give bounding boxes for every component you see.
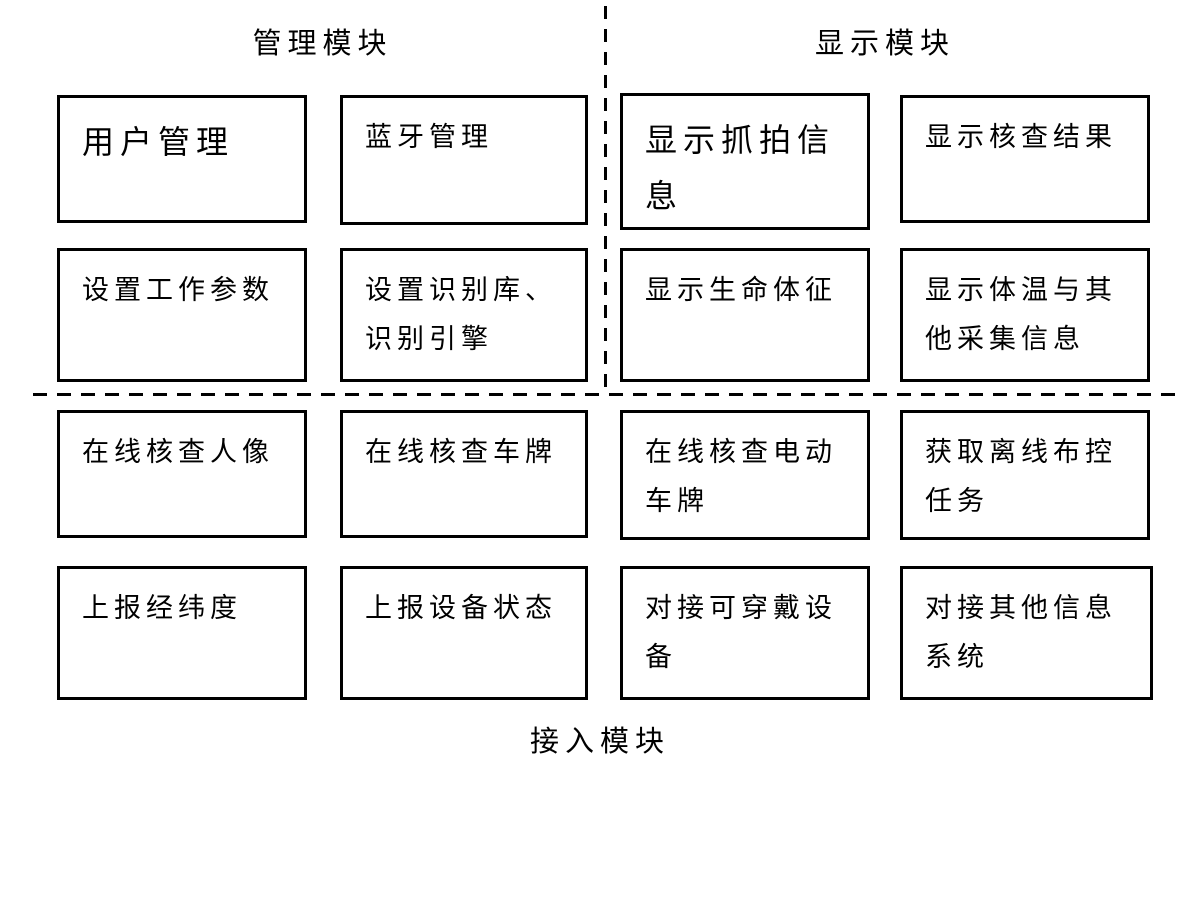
box-get-offline-surveillance-tasks-label: 获取离线布控任务: [925, 437, 1117, 517]
box-display-capture-info-label: 显示抓拍信息: [645, 121, 836, 215]
box-display-temperature-other-info-label: 显示体温与其他采集信息: [925, 275, 1117, 355]
box-bluetooth-management-label: 蓝牙管理: [365, 122, 493, 153]
box-connect-wearable-devices: 对接可穿戴设备: [620, 566, 870, 700]
box-online-check-face-label: 在线核查人像: [82, 437, 274, 468]
display-module-title: 显示模块: [814, 26, 955, 60]
box-display-temperature-other-info: 显示体温与其他采集信息: [900, 248, 1150, 382]
box-bluetooth-management: 蓝牙管理: [340, 95, 588, 225]
box-online-check-face: 在线核查人像: [57, 410, 307, 538]
box-set-recognition-library-engine-label: 设置识别库、识别引擎: [365, 275, 557, 355]
box-display-vital-signs-label: 显示生命体征: [645, 275, 837, 306]
box-report-device-status-label: 上报设备状态: [365, 593, 557, 624]
access-module-title: 接入模块: [529, 724, 670, 758]
box-connect-other-systems-label: 对接其他信息系统: [925, 593, 1117, 673]
box-display-check-result-label: 显示核查结果: [925, 122, 1117, 153]
box-online-check-ebike-plate: 在线核查电动车牌: [620, 410, 870, 540]
box-user-management: 用户管理: [57, 95, 307, 223]
box-online-check-license-plate: 在线核查车牌: [340, 410, 588, 538]
box-connect-other-systems: 对接其他信息系统: [900, 566, 1153, 700]
box-report-coordinates: 上报经纬度: [57, 566, 307, 700]
box-report-coordinates-label: 上报经纬度: [82, 593, 242, 624]
box-display-check-result: 显示核查结果: [900, 95, 1150, 223]
box-online-check-license-plate-label: 在线核查车牌: [365, 437, 557, 468]
box-display-capture-info: 显示抓拍信息: [620, 93, 870, 230]
horizontal-dashed-divider: [33, 393, 1183, 396]
box-online-check-ebike-plate-label: 在线核查电动车牌: [645, 437, 837, 517]
box-report-device-status: 上报设备状态: [340, 566, 588, 700]
box-set-working-params: 设置工作参数: [57, 248, 307, 382]
box-set-working-params-label: 设置工作参数: [82, 275, 274, 306]
box-connect-wearable-devices-label: 对接可穿戴设备: [645, 593, 837, 673]
box-user-management-label: 用户管理: [82, 123, 235, 161]
box-get-offline-surveillance-tasks: 获取离线布控任务: [900, 410, 1150, 540]
box-set-recognition-library-engine: 设置识别库、识别引擎: [340, 248, 588, 382]
management-module-title: 管理模块: [252, 26, 393, 60]
box-display-vital-signs: 显示生命体征: [620, 248, 870, 382]
vertical-dashed-divider: [604, 6, 607, 394]
